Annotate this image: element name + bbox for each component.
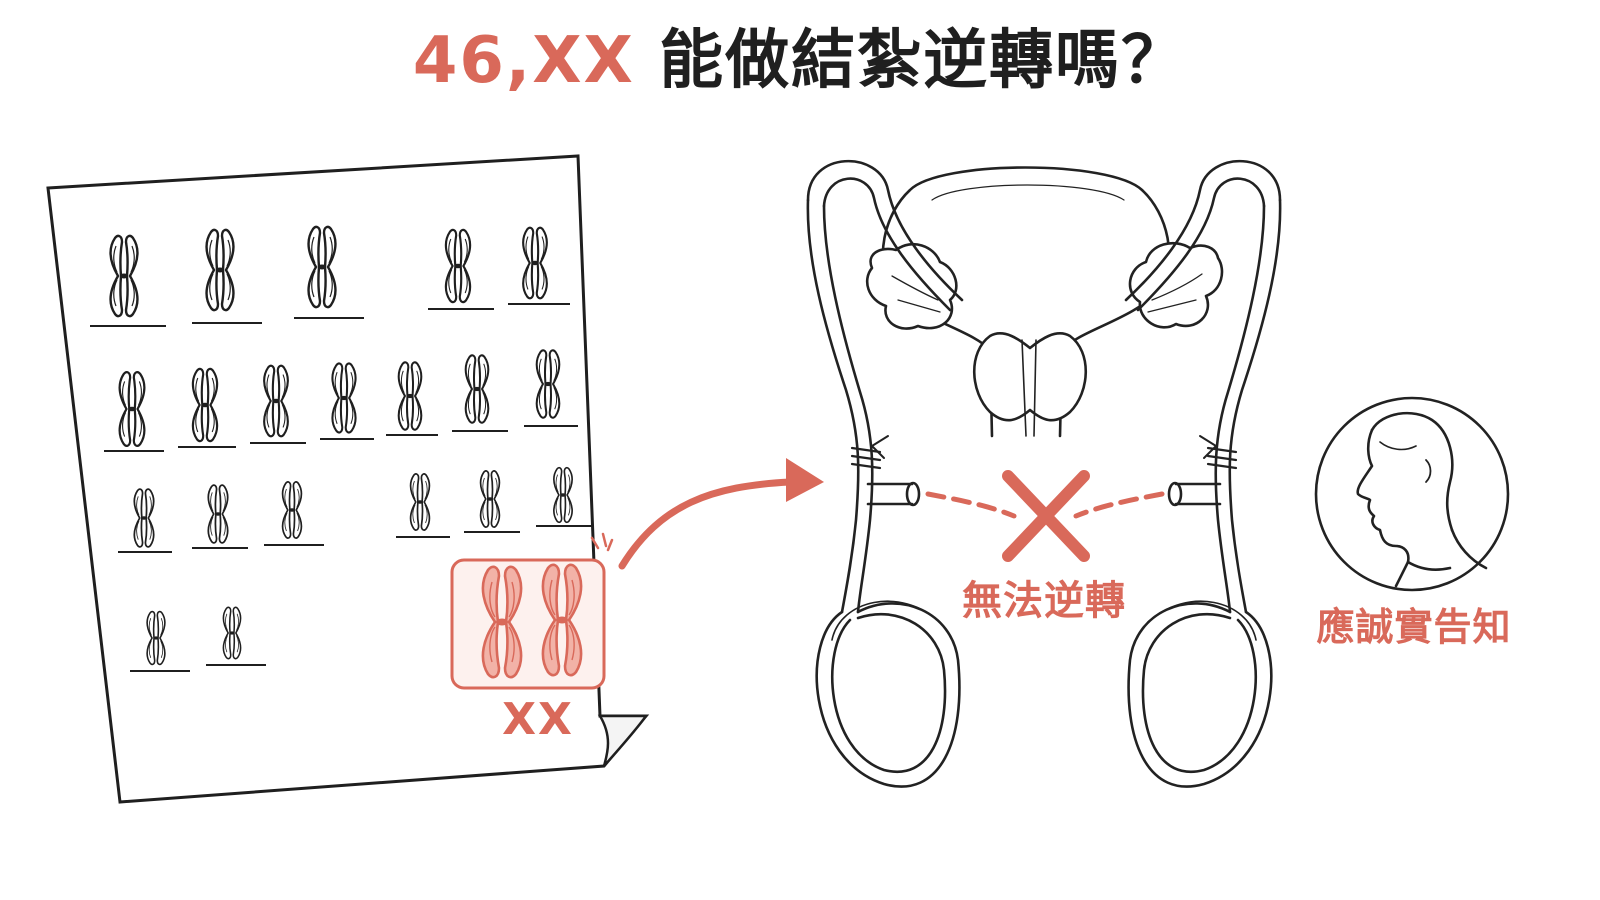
sparkle-icon <box>590 532 614 552</box>
advice-label: 應誠實告知 <box>1316 605 1511 649</box>
karyotype-sheet: XX <box>46 154 650 804</box>
sex-chromosome-highlight <box>450 532 614 690</box>
chromosome-row-1 <box>90 225 570 327</box>
chromosome-row-3 <box>118 466 592 553</box>
chromosome-row-2 <box>104 349 578 452</box>
page-curl <box>597 714 649 767</box>
page-title: 46,XX 能做結紮逆轉嗎？ <box>0 26 1600 96</box>
vas-deferens-left-upper <box>806 159 964 302</box>
person-profile-icon <box>1314 396 1510 592</box>
title-karyotype: 46,XX <box>412 24 635 98</box>
title-question: 能做結紮逆轉嗎？ <box>659 24 1188 98</box>
vas-deferens-right-upper <box>1124 159 1282 302</box>
sex-chromosome-label: XX <box>502 694 574 745</box>
prostate-outline <box>972 332 1088 422</box>
x-mark-icon <box>1002 470 1090 562</box>
scrotum-left <box>815 602 961 788</box>
anatomy-illustration <box>806 159 1282 788</box>
chromosome-row-4 <box>130 606 266 672</box>
seminal-vesicle-right <box>1128 241 1224 329</box>
severed-gap-lines <box>925 491 1165 519</box>
curved-arrow-icon <box>618 458 824 570</box>
irreversible-label: 無法逆轉 <box>962 578 1126 624</box>
scrotum-right <box>1127 602 1273 788</box>
